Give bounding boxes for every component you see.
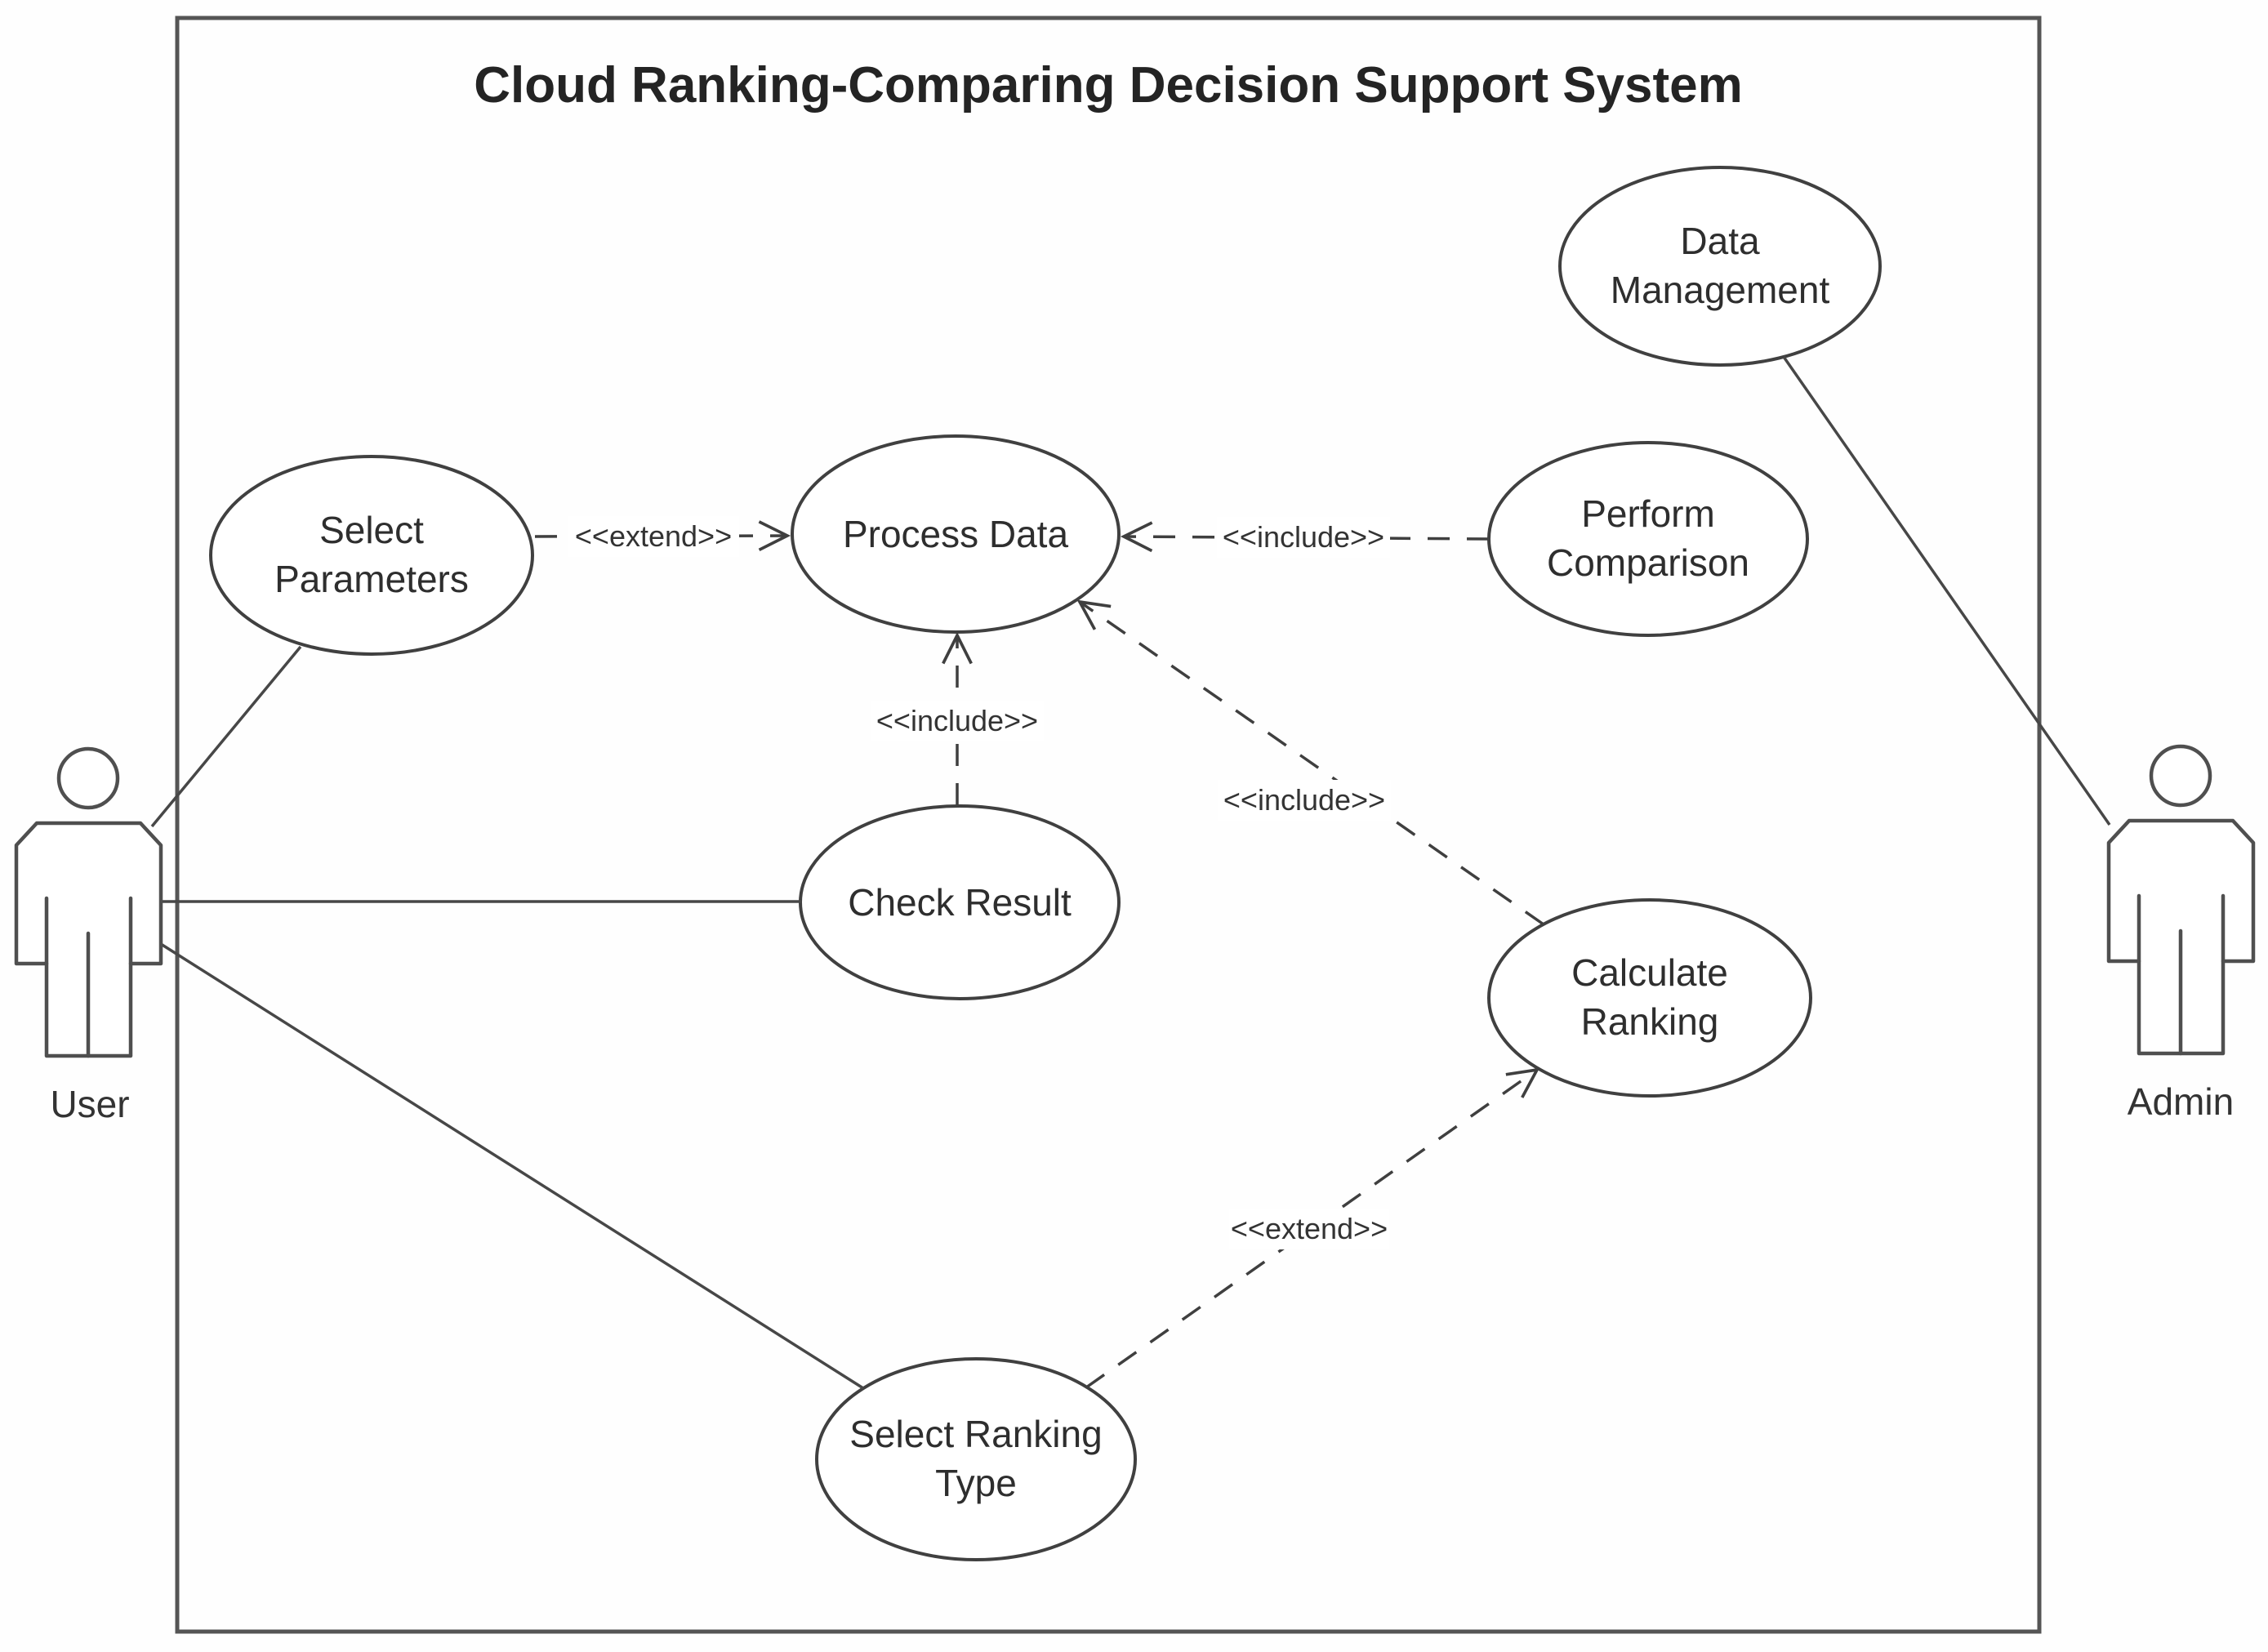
select-parameters-label-line2: Parameters (274, 558, 469, 600)
calculate-ranking-ellipse (1487, 898, 1812, 1098)
calculate-ranking-label-line2: Ranking (1581, 1000, 1719, 1043)
actor-user-label: User (50, 1083, 129, 1125)
select-parameters-label-line1: Select (319, 509, 424, 551)
perform-comparison-ellipse (1487, 441, 1809, 637)
use-case-data-management (1558, 166, 1882, 367)
use-case-perform-comparison (1487, 441, 1809, 637)
actor-admin (2106, 744, 2256, 1056)
use-case-select-ranking-type (815, 1357, 1137, 1561)
perform-comparison-label-line2: Comparison (1547, 541, 1749, 584)
use-case-select-parameters (209, 455, 534, 656)
extend-label-bg-1 (568, 516, 739, 557)
extend-label-bg-2 (1229, 1209, 1389, 1249)
data-management-label-line1: Data (1680, 220, 1760, 262)
extend-label-select-parameters: <<extend>> (575, 519, 732, 553)
include-label-bg-1 (1217, 517, 1390, 558)
select-ranking-type-ellipse (815, 1357, 1137, 1561)
select-ranking-type-label-line2: Type (935, 1462, 1017, 1504)
process-data-label: Process Data (843, 513, 1069, 555)
diagram-title: Cloud Ranking-Comparing Decision Support… (474, 57, 1743, 114)
include-label-check-result: <<include>> (876, 704, 1038, 737)
data-management-ellipse (1558, 166, 1882, 367)
include-arrow-perform-comparison-process-data (1120, 521, 1490, 553)
include-label-bg-2 (871, 701, 1044, 741)
data-management-label-line2: Management (1611, 269, 1830, 311)
select-parameters-ellipse (209, 455, 534, 656)
extend-label-select-ranking-type: <<extend>> (1231, 1212, 1388, 1245)
include-label-calculate-ranking: <<include>> (1223, 783, 1385, 817)
actor-user (14, 746, 163, 1058)
association-user-select-parameters (150, 645, 302, 828)
check-result-label: Check Result (848, 881, 1072, 924)
actor-admin-label: Admin (2128, 1080, 2234, 1123)
include-arrow-calculate-ranking-process-data (1076, 599, 1544, 926)
select-ranking-type-label-line1: Select Ranking (849, 1413, 1102, 1455)
association-admin-data-management (1782, 355, 2111, 826)
use-case-calculate-ranking (1487, 898, 1812, 1098)
association-user-select-ranking-type (160, 942, 864, 1390)
user-head (56, 746, 120, 810)
admin-head (2149, 744, 2212, 808)
include-label-perform-comparison: <<include>> (1223, 520, 1384, 554)
system-boundary (175, 16, 2042, 1634)
include-label-bg-3 (1218, 780, 1391, 821)
perform-comparison-label-line1: Perform (1581, 492, 1715, 535)
calculate-ranking-label-line1: Calculate (1571, 951, 1728, 994)
